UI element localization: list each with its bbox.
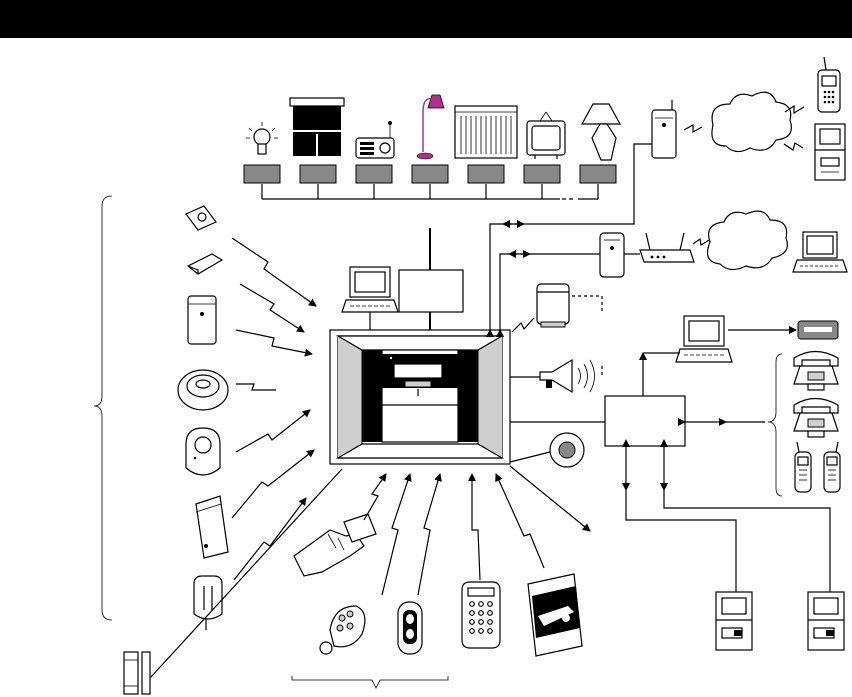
vibration-sensor-icon [196, 496, 228, 558]
router-icon [640, 233, 694, 262]
appliance-module [468, 165, 504, 183]
pir-detector-icon [188, 296, 216, 344]
floor-lamp-icon [417, 95, 444, 159]
alarm-control-panel-icon [330, 330, 510, 464]
mobile-phone-icon [818, 57, 840, 112]
card-in-hand-icon [294, 514, 376, 576]
keypad-wireless-links [364, 474, 544, 595]
desktop-pc-icon [808, 592, 844, 650]
window-blind-icon [290, 98, 344, 156]
keypads-bracket [292, 676, 448, 688]
telephone-icon [794, 352, 838, 391]
appliance-module [300, 165, 336, 183]
cellular-cloud-icon [712, 92, 791, 151]
cordless-phone-icon [824, 442, 840, 492]
strobe-icon [550, 433, 584, 467]
lightning-links-top [684, 106, 804, 150]
gsm-module-icon [652, 100, 676, 158]
appliance-module [244, 165, 280, 183]
telephone-icon [794, 399, 838, 438]
television-icon [527, 112, 565, 159]
glassbreak-icon [188, 254, 222, 274]
appliance-module [524, 165, 560, 183]
lcd-keypad-icon [528, 574, 582, 656]
smoke-detector-icon [178, 370, 228, 410]
door-contact-icon [124, 652, 150, 694]
siren-box-icon [537, 284, 569, 327]
interface-box [399, 270, 463, 312]
desktop-pc-icon [716, 592, 752, 650]
air-conditioner-icon [455, 106, 517, 158]
internet-cloud-icon [708, 211, 788, 269]
sensors-bracket [94, 196, 112, 620]
appliance-module [580, 165, 616, 183]
flood-sensor-icon [194, 576, 222, 630]
appliance-module [356, 165, 392, 183]
gsm-module-icon [600, 233, 624, 277]
computer-monitor-icon [676, 316, 732, 362]
bulb-icon [246, 122, 278, 154]
appliance-modules [244, 165, 616, 183]
radio-icon [356, 121, 394, 158]
sensor-wireless-links [150, 238, 342, 678]
table-lamp-icon [582, 104, 620, 160]
keyfob-2-button-icon [398, 602, 422, 654]
card-icon [798, 321, 838, 339]
cordless-phone-icon [795, 442, 811, 492]
lightning-link [693, 239, 709, 245]
keyfob-4-button-icon [320, 606, 365, 654]
panic-button-icon [186, 206, 216, 230]
communicator-box [605, 396, 685, 446]
numeric-keypad-icon [462, 582, 500, 648]
horn-speaker-icon [540, 360, 595, 392]
appliance-module [412, 165, 448, 183]
ceiling-detector-icon [186, 428, 220, 475]
desktop-pc-icon [815, 124, 845, 180]
computer-monitor-icon [342, 267, 398, 330]
laptop-icon [793, 232, 847, 272]
